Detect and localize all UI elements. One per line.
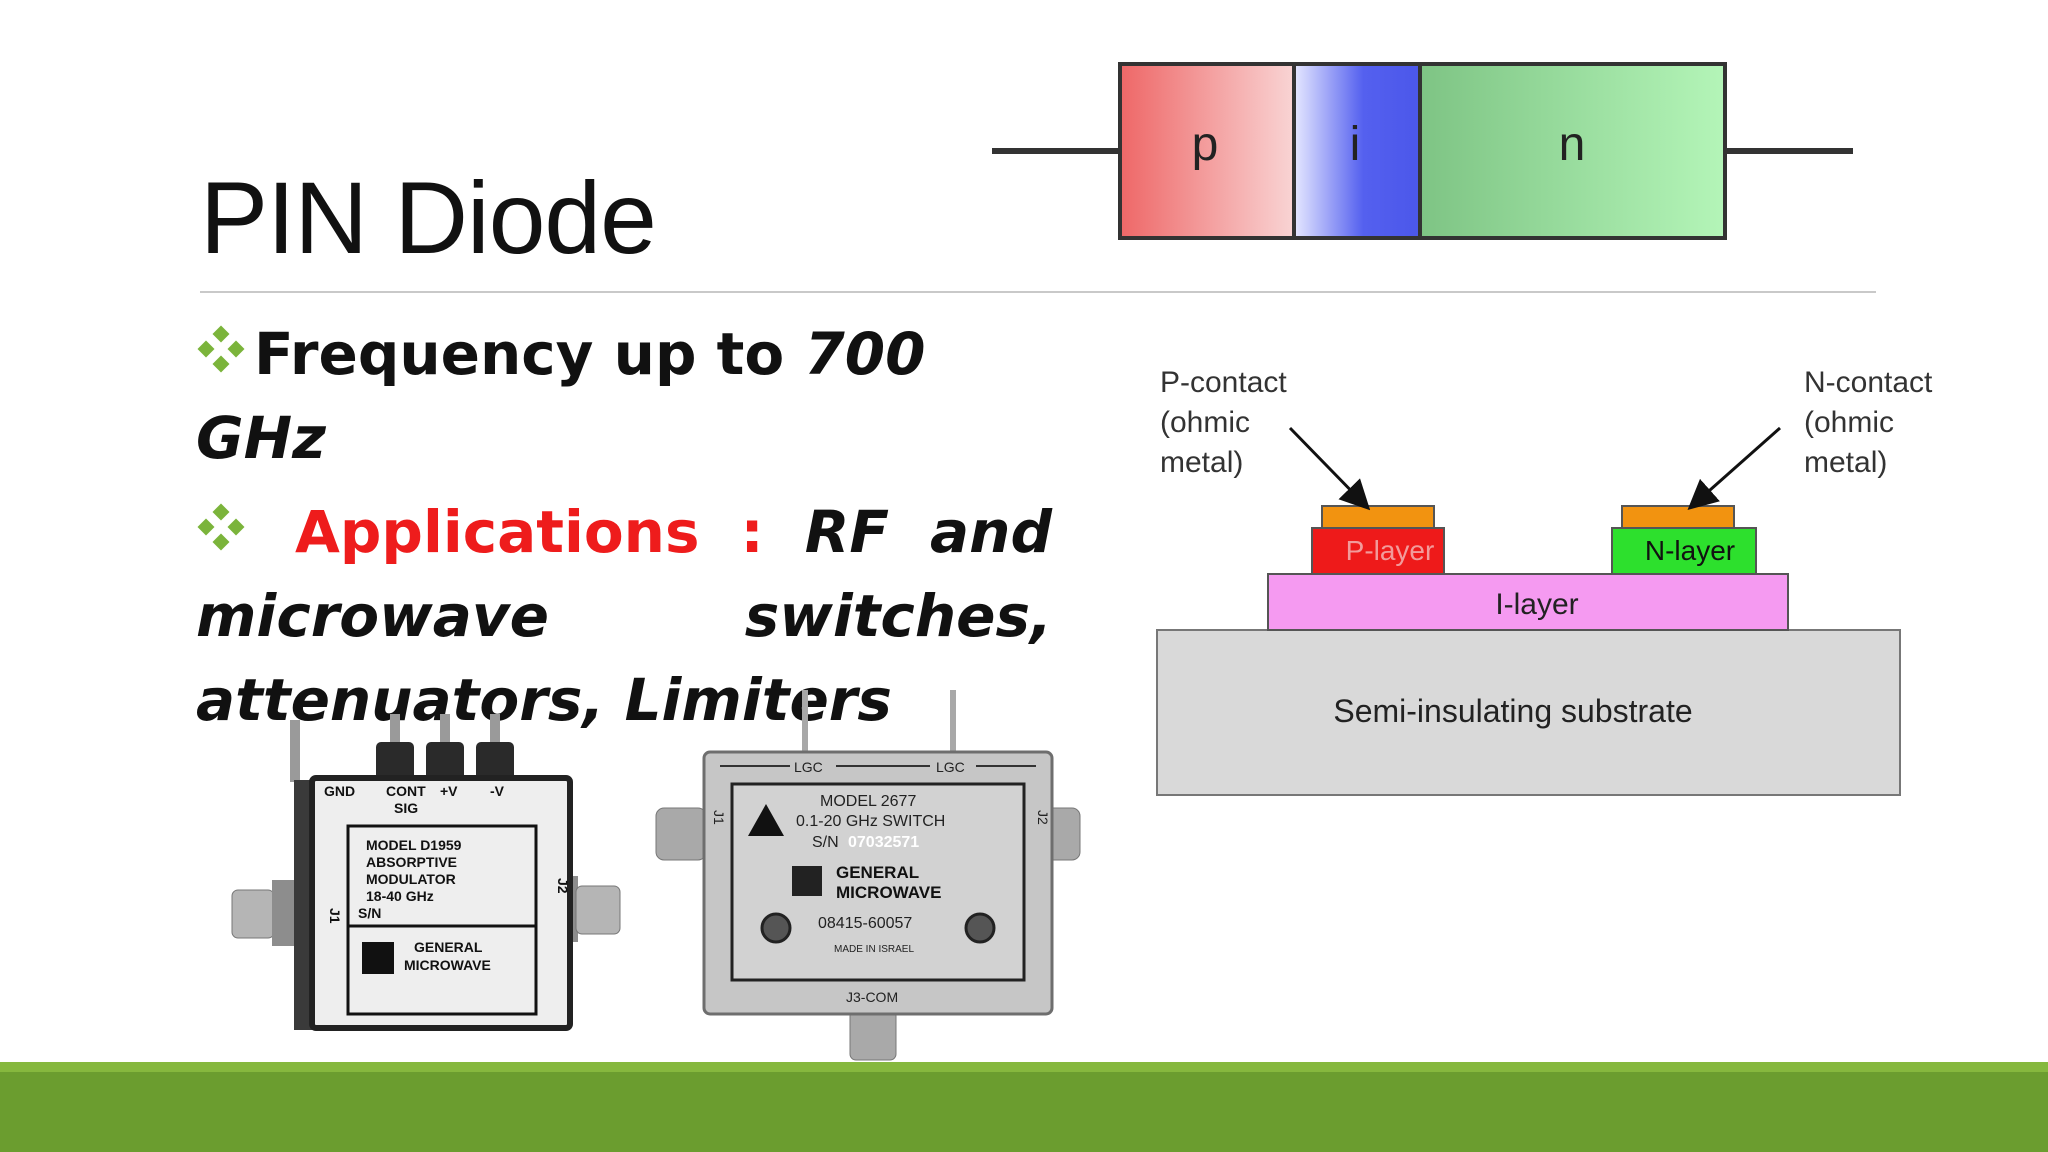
frequency-value: 700 GHz	[196, 320, 926, 472]
substrate-layer	[1156, 629, 1901, 796]
n-layer-label: N-layer	[1645, 535, 1735, 566]
svg-text:J1: J1	[327, 908, 343, 924]
svg-text:LGC: LGC	[794, 759, 823, 775]
i-label: i	[1350, 118, 1361, 171]
bullet-list: Frequency up to 700 GHz Applications : R…	[196, 312, 1052, 752]
page-title: PIN Diode	[200, 161, 657, 275]
svg-text:J2: J2	[555, 878, 571, 894]
n-contact-arrow	[1687, 426, 1781, 510]
p-contact-label: P-contact (ohmic metal)	[1160, 366, 1295, 479]
i-region	[1292, 62, 1422, 240]
svg-text:J2: J2	[1035, 810, 1051, 825]
svg-text:S/N: S/N	[812, 834, 839, 851]
pin-strip-diagram: p i n	[992, 62, 1853, 240]
p-label: p	[1192, 118, 1219, 171]
svg-text:GENERAL: GENERAL	[414, 939, 483, 955]
svg-text:+V: +V	[440, 783, 458, 799]
svg-text:18-40 GHz: 18-40 GHz	[366, 888, 434, 904]
svg-text:ABSORPTIVE: ABSORPTIVE	[366, 854, 457, 870]
i-layer	[1267, 573, 1789, 631]
serial-number: 07032571	[848, 834, 919, 851]
applications-label: Applications	[295, 498, 700, 566]
p-layer-label: P-layer	[1346, 535, 1435, 566]
footer-accent-highlight	[0, 1062, 2048, 1072]
n-label: n	[1559, 118, 1586, 171]
svg-text:SIG: SIG	[394, 800, 418, 816]
p-contact-arrow	[1288, 426, 1371, 511]
svg-text:CONT: CONT	[386, 783, 426, 799]
n-layer	[1611, 527, 1757, 575]
general-microwave-logo-icon	[362, 942, 394, 974]
applications-colon: :	[740, 498, 764, 566]
pin-structure-diagram: Semi-insulating substrate I-layer P-laye…	[1156, 366, 1941, 796]
svg-text:-V: -V	[490, 783, 505, 799]
svg-text:MADE IN ISRAEL: MADE IN ISRAEL	[834, 944, 914, 955]
svg-text:S/N: S/N	[358, 905, 381, 921]
n-contact-metal	[1621, 505, 1735, 529]
n-contact-label: N-contact (ohmic metal)	[1804, 366, 1941, 479]
svg-text:MICROWAVE: MICROWAVE	[404, 957, 491, 973]
p-contact-metal	[1321, 505, 1435, 529]
i-layer-label: I-layer	[1495, 588, 1578, 621]
title-divider	[200, 291, 1876, 293]
modulator-module: GND CONT +V -V SIG MODEL D1959 ABSORPTIV…	[231, 714, 621, 1031]
svg-text:J3-COM: J3-COM	[846, 989, 898, 1005]
footer-accent-bar	[0, 1062, 2048, 1152]
svg-text:MODEL D1959: MODEL D1959	[366, 837, 462, 853]
pin-modules-photo: GND CONT +V -V SIG MODEL D1959 ABSORPTIV…	[231, 690, 1081, 1061]
svg-text:08415-60057: 08415-60057	[818, 915, 912, 932]
p-layer	[1311, 527, 1445, 575]
svg-text:GENERAL: GENERAL	[836, 863, 919, 882]
substrate-label: Semi-insulating substrate	[1333, 693, 1692, 729]
applications-text: RF and microwave switches, attenuators, …	[196, 498, 1052, 734]
switch-module: LGC LGC MODEL 2677 0.1-20 GHz SWITCH S/N…	[655, 690, 1081, 1061]
esd-warning-icon	[748, 804, 784, 836]
bullet-frequency: Frequency up to 700 GHz	[196, 312, 1052, 480]
svg-text:MICROWAVE: MICROWAVE	[836, 883, 941, 902]
n-region	[1418, 62, 1727, 240]
svg-text:0.1-20 GHz SWITCH: 0.1-20 GHz SWITCH	[796, 813, 945, 830]
svg-text:J1: J1	[711, 810, 727, 825]
diamond-bullet-icon	[196, 490, 254, 574]
diamond-bullet-icon	[196, 312, 254, 396]
svg-text:LGC: LGC	[936, 759, 965, 775]
bullet-applications: Applications : RF and microwave switches…	[196, 490, 1052, 742]
svg-text:MODULATOR: MODULATOR	[366, 871, 456, 887]
frequency-text: Frequency up to	[254, 320, 805, 388]
general-microwave-logo-icon	[792, 866, 822, 896]
svg-text:MODEL 2677: MODEL 2677	[820, 793, 916, 810]
svg-text:GND: GND	[324, 783, 355, 799]
